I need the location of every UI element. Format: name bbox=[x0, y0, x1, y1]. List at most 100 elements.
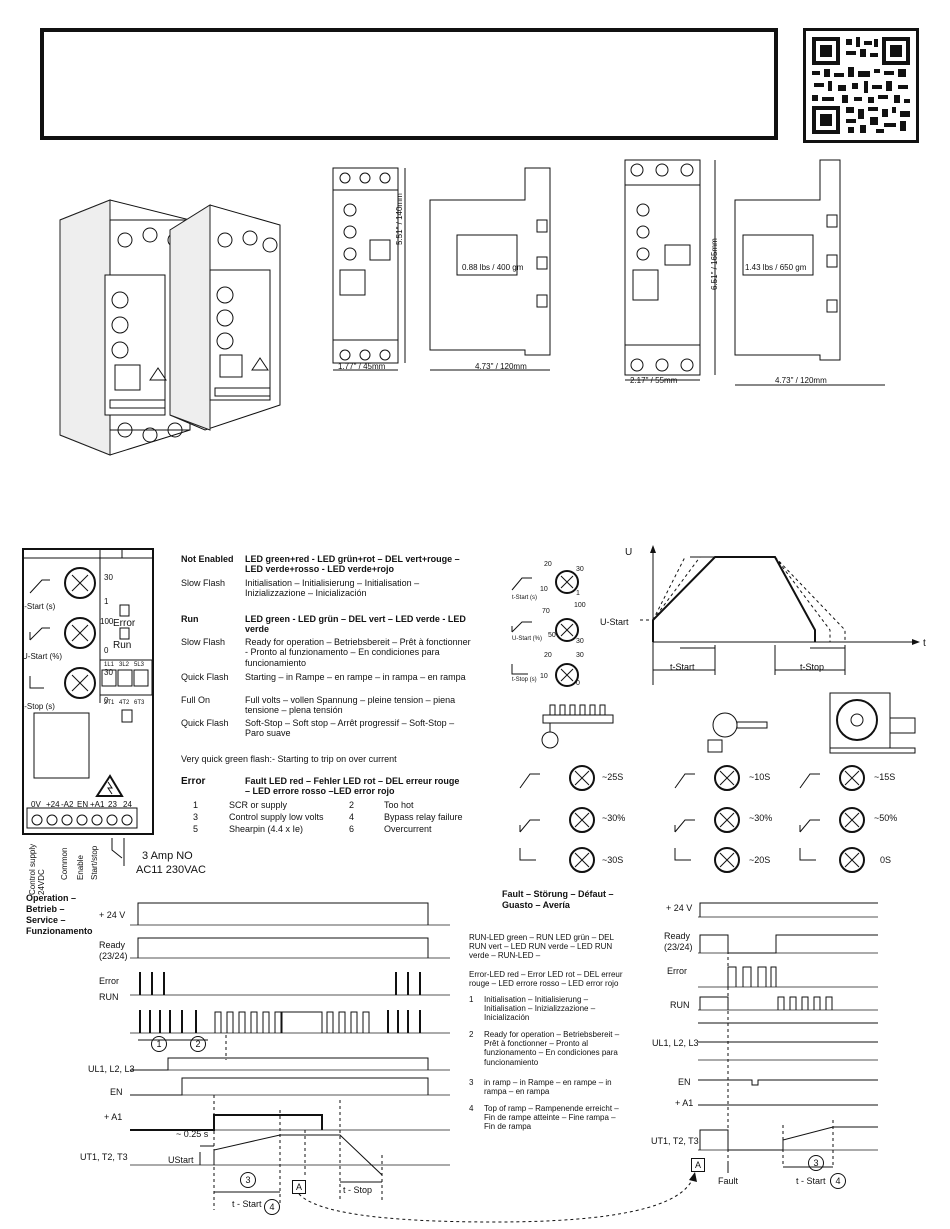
pump-icon bbox=[707, 712, 768, 753]
led-row-6-b: Full volts – vollen Spannung – pleine te… bbox=[245, 695, 456, 716]
fault-row-ready-2: (23/24) bbox=[664, 942, 693, 952]
ramp-dial2-n3: 50 bbox=[548, 632, 556, 639]
dial-tstart-min: 1 bbox=[104, 597, 109, 606]
ramp-dial3-n2: 30 bbox=[576, 652, 584, 659]
link-arrow bbox=[298, 1172, 697, 1223]
code-5-num: 5 bbox=[193, 824, 199, 834]
fault-label: Fault bbox=[718, 1176, 739, 1186]
led-row-7-a: Quick Flash bbox=[181, 718, 229, 728]
led-row-3-b: LED green - LED grün – DEL vert – LED ve… bbox=[245, 614, 466, 635]
code-5-text: Shearpin (4.4 x Ie) bbox=[229, 824, 304, 834]
fault-note-2-num: 2 bbox=[469, 1030, 474, 1039]
op-row-ready: Ready bbox=[99, 940, 126, 950]
error-heading: Error bbox=[181, 776, 206, 787]
op-row-ready-2: (23/24) bbox=[99, 951, 128, 961]
terminal-24b: 24 bbox=[123, 800, 132, 809]
large-height-dim: 6.51" / 165mm bbox=[710, 238, 719, 290]
dial-tstop-min: 0 bbox=[104, 696, 109, 705]
op-row-en: EN bbox=[110, 1087, 123, 1097]
op-heading-3: Service – bbox=[26, 915, 66, 925]
title-box bbox=[40, 28, 778, 140]
small-depth-dim: 4.73" / 120mm bbox=[475, 362, 527, 371]
led-row-5-b: Starting – in Rampe – en rampe – in ramp… bbox=[245, 672, 466, 682]
terminal-24: +24 bbox=[46, 800, 60, 809]
op-row-error: Error bbox=[99, 976, 119, 986]
fault-row-en: EN bbox=[678, 1077, 691, 1087]
fault-box-a: A bbox=[691, 1158, 705, 1172]
op-circle-3: 3 bbox=[240, 1172, 256, 1188]
ramp-dial1-label: t-Start (s) bbox=[512, 595, 537, 601]
code-1-text: SCR or supply bbox=[229, 800, 288, 810]
operation-timing-diagram bbox=[130, 902, 450, 1210]
term-top-2: 3L2 bbox=[119, 662, 130, 668]
dial-tstart-max: 30 bbox=[104, 573, 113, 582]
led-row-6-a: Full On bbox=[181, 695, 211, 705]
fault-tstart: t - Start bbox=[796, 1176, 826, 1186]
code-3-num: 3 bbox=[193, 812, 199, 822]
terminal-23: 23 bbox=[108, 800, 117, 809]
ramp-dial1-n3: 10 bbox=[540, 586, 548, 593]
relay-rating-ac: AC11 230VAC bbox=[136, 864, 206, 876]
ramp-ustart: U-Start bbox=[600, 617, 629, 627]
op-circle-4: 4 bbox=[264, 1199, 280, 1215]
fault-note-4-num: 4 bbox=[469, 1104, 474, 1113]
dial-ustart-max: 100 bbox=[100, 617, 114, 626]
label-common: Common bbox=[60, 847, 69, 880]
term-bot-1: 2T1 bbox=[104, 700, 115, 706]
app1-ustart: ~30% bbox=[602, 813, 626, 823]
led-row-5-a: Quick Flash bbox=[181, 672, 229, 682]
dial-tstop-max: 30 bbox=[104, 668, 113, 677]
op-heading-2: Betrieb – bbox=[26, 904, 65, 914]
ramp-tstart: t-Start bbox=[670, 662, 695, 672]
front-panel bbox=[22, 548, 154, 835]
fault-note-1-num: 1 bbox=[469, 995, 474, 1004]
ramp-tstop: t-Stop bbox=[800, 662, 825, 672]
led-row-2-a: Slow Flash bbox=[181, 578, 226, 588]
conveyor-icon bbox=[541, 704, 614, 749]
ramp-dial2-n1: 70 bbox=[542, 608, 550, 615]
op-circle-2: 2 bbox=[190, 1036, 206, 1052]
ramp-dial1-n2: 30 bbox=[576, 566, 584, 573]
led-row-3-a: Run bbox=[181, 614, 199, 624]
fault-err-led: Error-LED red – Error LED rot – DEL erre… bbox=[469, 970, 623, 989]
led-row-1-a: Not Enabled bbox=[181, 554, 234, 564]
fault-row-error: Error bbox=[667, 966, 687, 976]
ramp-dial3-n1: 20 bbox=[544, 652, 552, 659]
fault-note-4: Top of ramp – Rampenende erreicht – Fin … bbox=[484, 1104, 619, 1132]
fault-timing-diagram bbox=[698, 902, 878, 1173]
app2-tstart: ~10S bbox=[749, 772, 771, 782]
code-4-text: Bypass relay failure bbox=[384, 812, 463, 822]
app3-tstart: ~15S bbox=[874, 772, 896, 782]
op-tstop: t - Stop bbox=[343, 1185, 373, 1195]
label-enable: Enable bbox=[76, 855, 85, 880]
op-circle-1: 1 bbox=[151, 1036, 167, 1052]
very-quick-flash: Very quick green flash:- Starting to tri… bbox=[181, 754, 397, 764]
fault-circle-3: 3 bbox=[808, 1155, 824, 1171]
ramp-t-axis: t bbox=[923, 638, 926, 649]
label-start-stop: Start/stop bbox=[90, 845, 99, 880]
fault-row-24v: + 24 V bbox=[666, 903, 693, 913]
op-row-ul: UL1, L2, L3 bbox=[88, 1064, 135, 1074]
term-bot-3: 6T3 bbox=[134, 700, 145, 706]
dial-tstop-label: t-Stop (s) bbox=[22, 702, 55, 711]
small-height-dim: 5.51" / 140mm bbox=[395, 193, 404, 245]
small-width-dim: 1.77" / 45mm bbox=[338, 362, 386, 371]
ramp-dial2-n4: 30 bbox=[576, 638, 584, 645]
dial-tstart-label: t-Start (s) bbox=[22, 602, 56, 611]
product-illustration bbox=[59, 199, 281, 456]
run-led-label: Run bbox=[113, 640, 132, 651]
fault-note-2: Ready for operation – Betriebsbereit – P… bbox=[484, 1030, 620, 1067]
ramp-dial3-n3: 10 bbox=[540, 673, 548, 680]
op-row-a1: + A1 bbox=[104, 1112, 123, 1122]
terminal-0v: 0V bbox=[31, 800, 41, 809]
code-4-num: 4 bbox=[349, 812, 355, 822]
app3-tstop: 0S bbox=[880, 855, 892, 865]
op-tstart: t - Start bbox=[232, 1199, 262, 1209]
led-row-1-b: LED green+red - LED grün+rot – DEL vert+… bbox=[245, 554, 460, 575]
op-heading-1: Operation – bbox=[26, 893, 77, 903]
fault-heading-1: Fault – Störung – Défaut – bbox=[502, 889, 614, 899]
dial-ustart-min: 0 bbox=[104, 646, 109, 655]
qr-code[interactable] bbox=[803, 28, 919, 143]
op-row-ut: UT1, T2, T3 bbox=[80, 1152, 128, 1162]
large-depth-dim: 4.73" / 120mm bbox=[775, 376, 827, 385]
